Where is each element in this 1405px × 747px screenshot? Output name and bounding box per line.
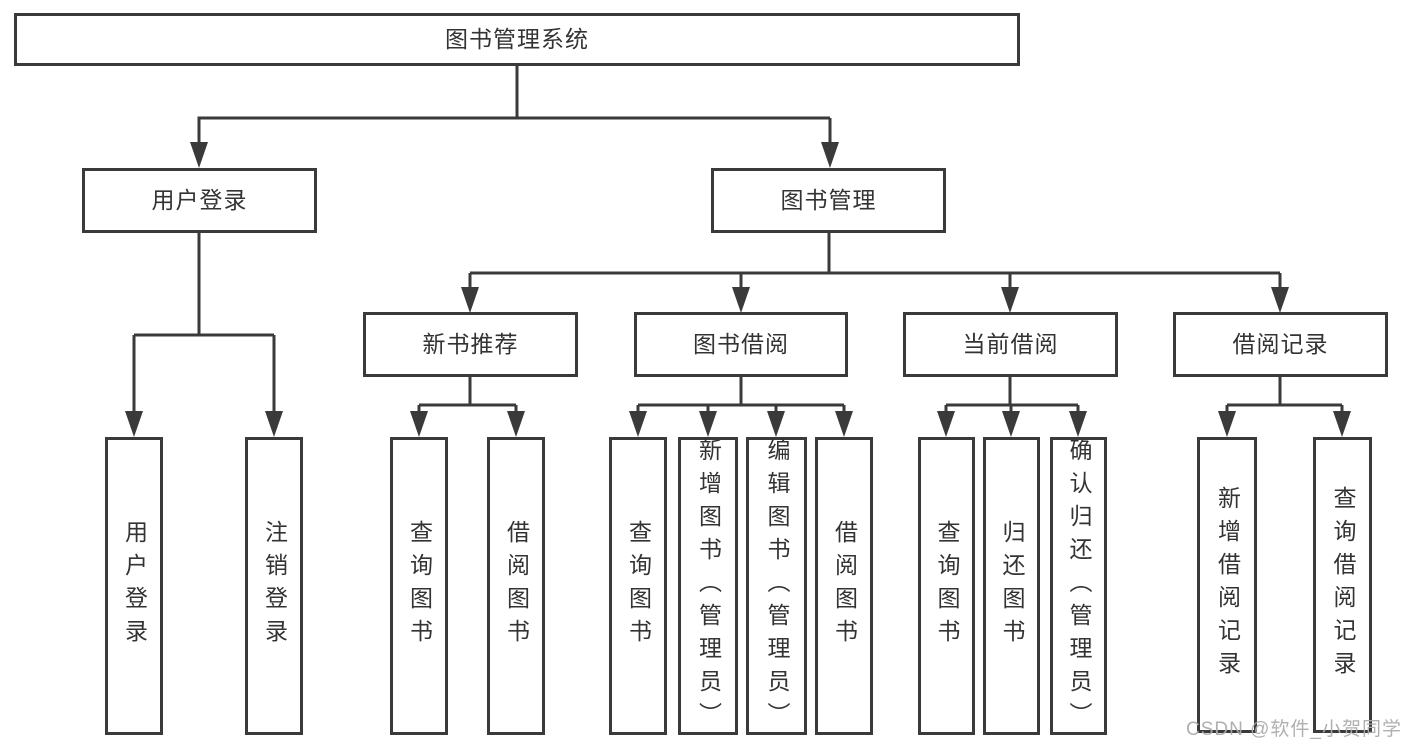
leaf-return-books-label: 归还图书	[999, 520, 1025, 652]
node-book-management: 图书管理	[711, 168, 946, 233]
leaf-return-books: 归还图书	[983, 437, 1040, 735]
leaf-query-books-current-label: 查询图书	[934, 520, 960, 652]
leaf-query-borrow-record-label: 查询借阅记录	[1330, 486, 1356, 684]
leaf-borrow-books-label: 借阅图书	[831, 520, 858, 652]
node-user-login-branch: 用户登录	[82, 168, 317, 233]
leaf-borrow-books-recommend: 借阅图书	[487, 437, 545, 735]
arrowhead-icon	[125, 142, 1351, 437]
node-book-borrowing-label: 图书借阅	[693, 331, 789, 357]
node-new-book-recommend: 新书推荐	[363, 312, 578, 377]
leaf-user-login-label: 用户登录	[121, 520, 148, 652]
leaf-borrow-books: 借阅图书	[815, 437, 873, 735]
node-borrowing-records-label: 借阅记录	[1232, 331, 1329, 357]
leaf-query-books-recommend: 查询图书	[390, 437, 448, 735]
watermark-text: CSDN @软件_小贺同学	[1186, 719, 1402, 740]
leaf-add-borrow-record: 新增借阅记录	[1197, 437, 1257, 733]
connector-edges	[132, 66, 1344, 413]
leaf-query-books-borrow: 查询图书	[609, 437, 667, 735]
leaf-logout-label: 注销登录	[261, 520, 288, 652]
node-book-management-label: 图书管理	[780, 187, 877, 213]
leaf-add-books-admin: 新增图书（管理员）	[678, 437, 738, 735]
node-book-borrowing: 图书借阅	[634, 312, 848, 377]
node-root-label: 图书管理系统	[445, 26, 589, 52]
node-current-borrowing-label: 当前借阅	[962, 331, 1059, 357]
leaf-add-borrow-record-label: 新增借阅记录	[1214, 486, 1241, 684]
leaf-confirm-return-admin-label: 确认归还（管理员）	[1066, 437, 1092, 735]
leaf-user-login: 用户登录	[105, 437, 163, 735]
node-borrowing-records: 借阅记录	[1173, 312, 1388, 377]
leaf-confirm-return-admin: 确认归还（管理员）	[1050, 437, 1107, 735]
leaf-borrow-books-recommend-label: 借阅图书	[503, 520, 530, 652]
node-root: 图书管理系统	[14, 13, 1020, 66]
leaf-edit-books-admin-label: 编辑图书（管理员）	[764, 437, 790, 735]
node-new-book-recommend-label: 新书推荐	[422, 331, 519, 357]
leaf-add-books-admin-label: 新增图书（管理员）	[695, 437, 722, 735]
leaf-query-books-recommend-label: 查询图书	[406, 520, 433, 652]
leaf-query-borrow-record: 查询借阅记录	[1313, 437, 1372, 733]
leaf-edit-books-admin: 编辑图书（管理员）	[746, 437, 807, 735]
leaf-query-books-current: 查询图书	[918, 437, 975, 735]
node-current-borrowing: 当前借阅	[903, 312, 1118, 377]
leaf-query-books-borrow-label: 查询图书	[625, 520, 652, 652]
leaf-logout: 注销登录	[245, 437, 303, 735]
node-user-login-branch-label: 用户登录	[151, 187, 248, 213]
